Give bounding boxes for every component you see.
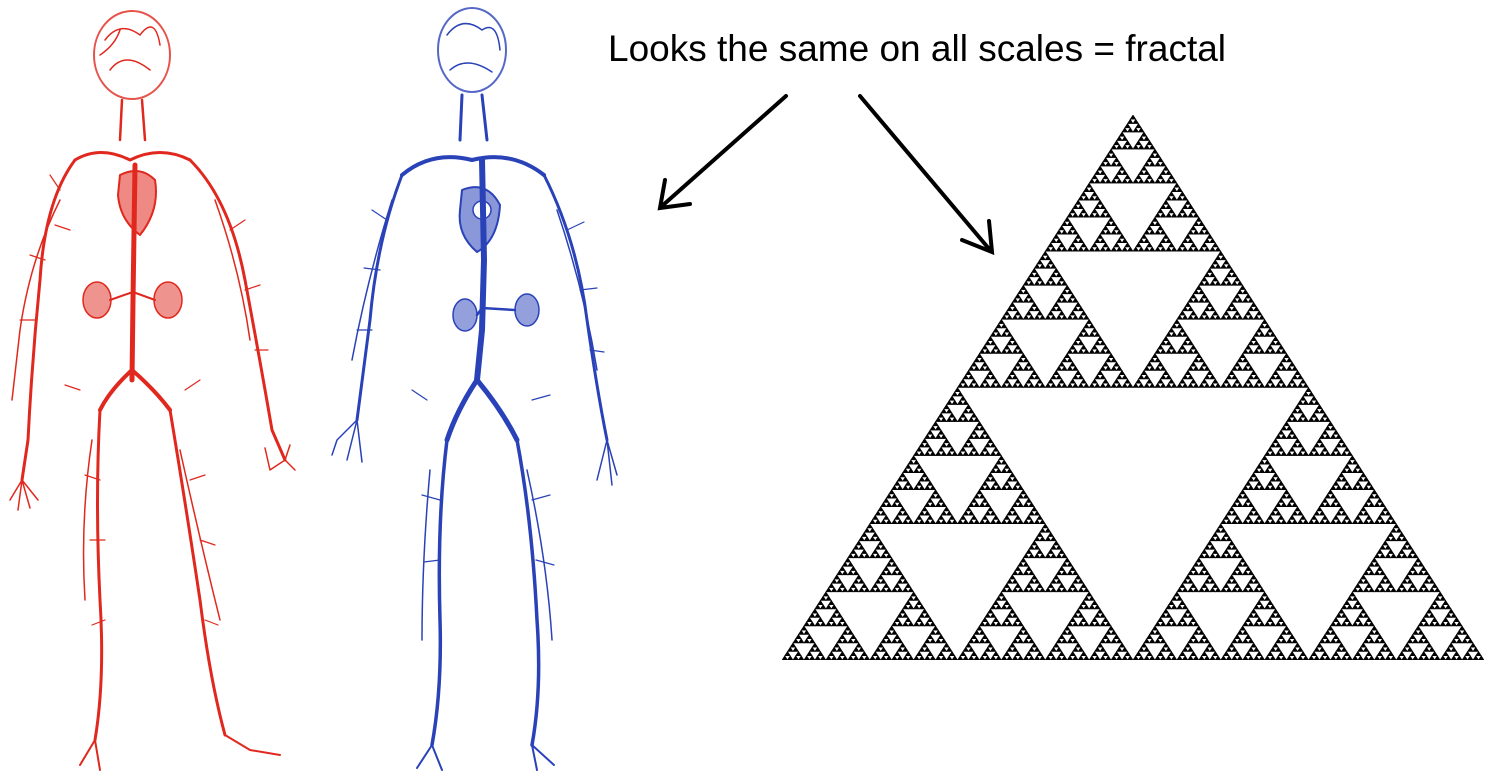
arrowhead-circulatory xyxy=(660,180,690,208)
sierpinski-triangle xyxy=(782,115,1484,660)
caption: Looks the same on all scales = fractal xyxy=(608,28,1226,70)
venous-system-figure xyxy=(322,0,622,777)
arrow-to-circulatory xyxy=(662,96,786,206)
arterial-system-figure xyxy=(0,0,310,777)
sierpinski-fill xyxy=(782,115,1484,660)
